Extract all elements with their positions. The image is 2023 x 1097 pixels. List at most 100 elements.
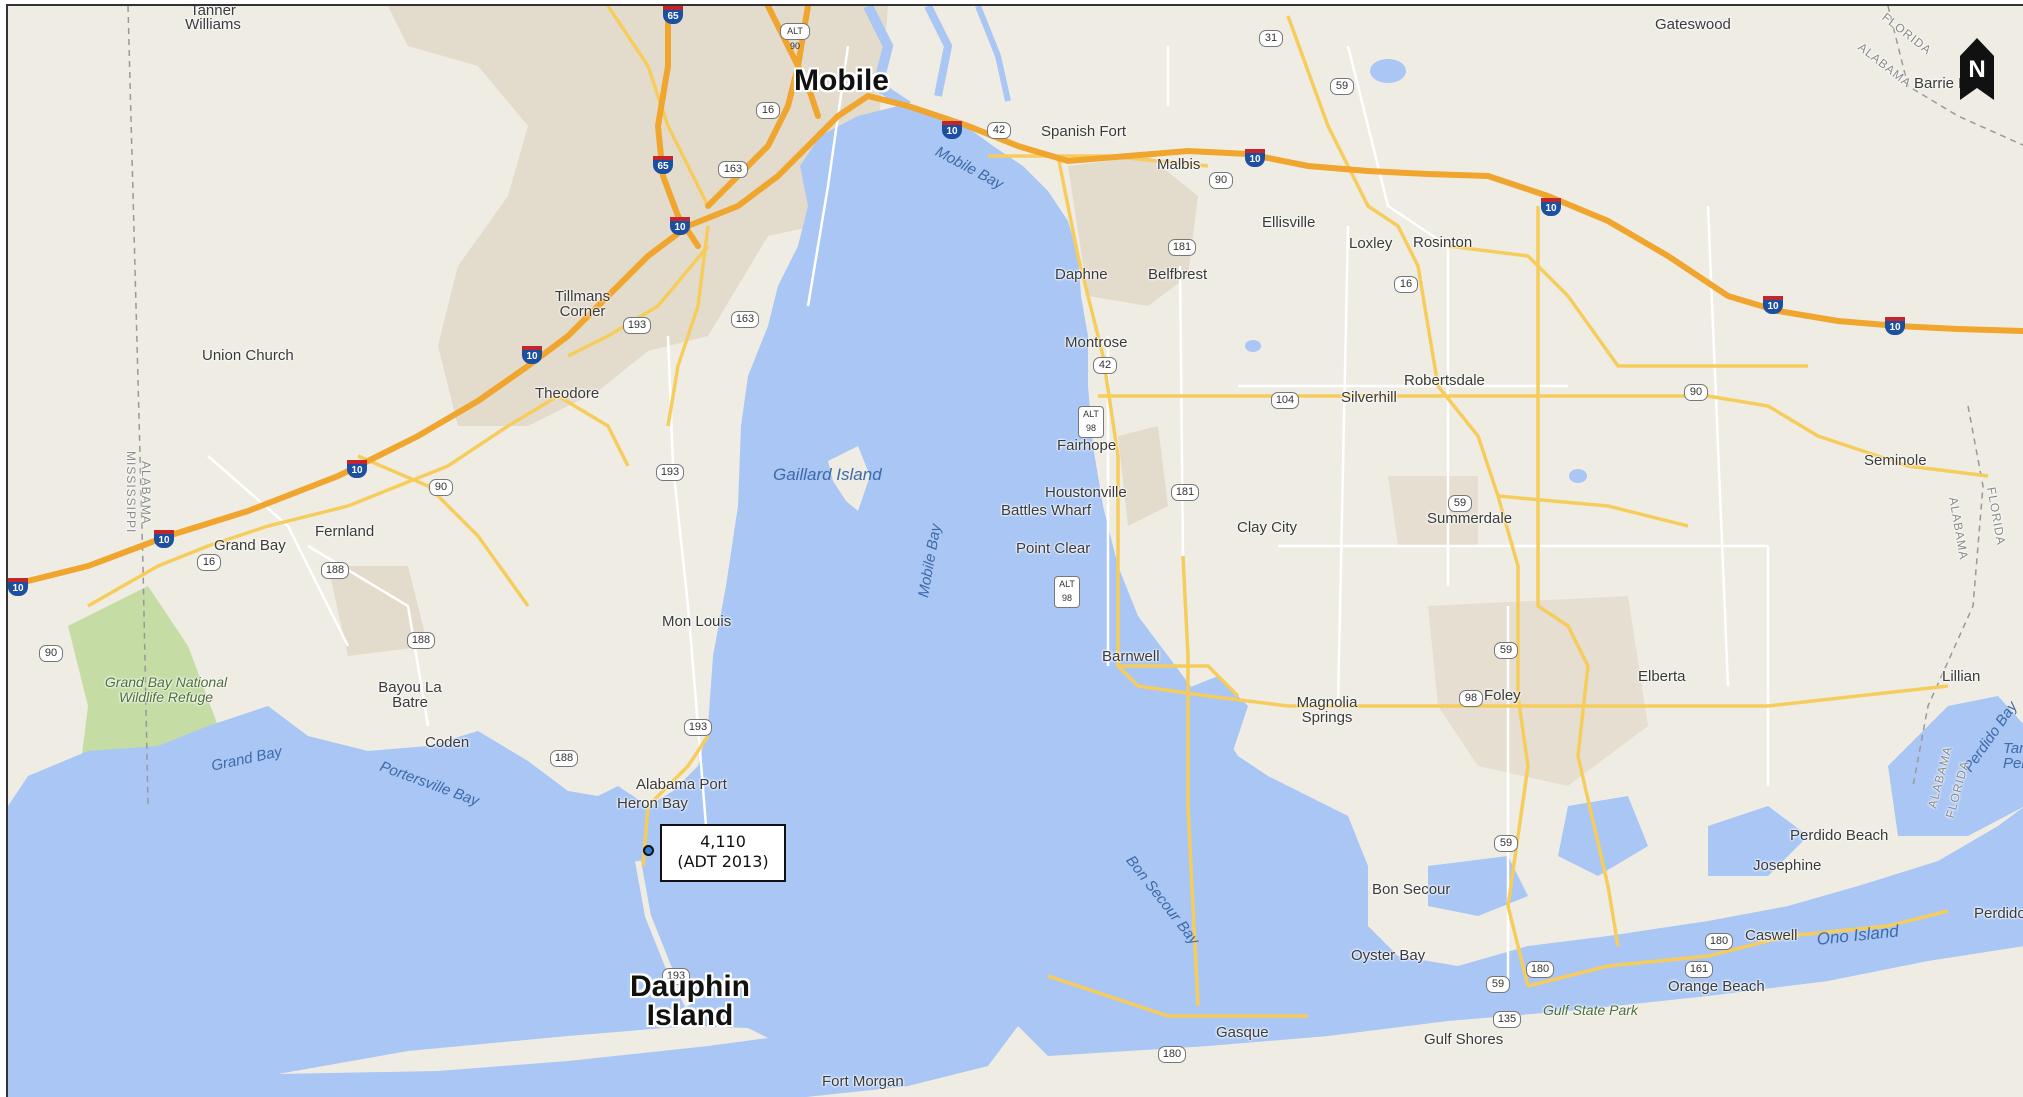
traffic-count-callout: 4,110 (ADT 2013) — [660, 824, 786, 882]
route-shield: ALT 90 — [780, 23, 810, 51]
place-label: Grand Bay — [214, 537, 286, 554]
route-shield: 31 — [1259, 30, 1283, 47]
place-label: Gateswood — [1655, 16, 1731, 33]
route-shield: ALT 98 — [1054, 576, 1080, 608]
route-shield: 181 — [1171, 484, 1199, 501]
place-label: Lillian — [1942, 668, 1981, 685]
route-shield: 42 — [987, 122, 1011, 139]
place-label: Summerdale — [1427, 510, 1513, 527]
interstate-shield: 10 — [1885, 317, 1905, 335]
place-label: Seminole — [1864, 452, 1927, 469]
interstate-shield: 10 — [942, 121, 962, 139]
place-label: Union Church — [202, 347, 294, 364]
map-canvas[interactable]: Tanner Williams Gateswood Barrie Park Sp… — [6, 4, 2023, 1097]
route-shield: 16 — [756, 102, 780, 119]
place-label: Fort Morgan — [822, 1073, 904, 1090]
place-label: Battles Wharf — [1001, 502, 1092, 519]
interstate-shield: 10 — [1763, 296, 1783, 314]
place-label: Silverhill — [1341, 389, 1397, 406]
place-label: Magnolia Springs — [1296, 694, 1358, 726]
route-shield: 188 — [407, 632, 435, 649]
place-label: Houstonville — [1045, 484, 1127, 501]
route-shield: 193 — [623, 317, 651, 334]
water-label: Tarkiln Pensacola — [2003, 740, 2023, 772]
place-label: Gulf State Park — [1543, 1002, 1638, 1018]
route-shield: 161 — [1685, 961, 1713, 978]
place-label: Theodore — [535, 385, 600, 402]
place-label: Bon Secour — [1372, 881, 1451, 898]
place-label: Barnwell — [1102, 648, 1160, 665]
place-label: Montrose — [1065, 334, 1128, 351]
map-basemap — [8, 6, 2023, 1097]
interstate-shield: 10 — [522, 346, 542, 364]
place-label: Fairhope — [1057, 437, 1117, 454]
interstate-shield: 10 — [347, 460, 367, 478]
route-shield: 90 — [429, 479, 453, 496]
interstate-shield: 10 — [1541, 198, 1561, 216]
route-shield: 188 — [550, 750, 578, 767]
place-label: Gasque — [1216, 1024, 1269, 1041]
place-label: Caswell — [1745, 927, 1798, 944]
place-label: Perdido Beach — [1790, 827, 1889, 844]
place-label: Perdido Key — [1974, 905, 2023, 922]
route-shield: ALT 98 — [1078, 406, 1104, 438]
route-shield: 59 — [1494, 835, 1518, 852]
place-label: Coden — [425, 734, 470, 751]
route-shield: 180 — [1526, 961, 1554, 978]
route-shield: 59 — [1448, 495, 1472, 512]
place-label: Gulf Shores — [1424, 1031, 1504, 1048]
place-label: Mon Louis — [662, 613, 732, 630]
city-label-dauphin-island: Dauphin Island — [630, 970, 750, 1032]
route-shield: 188 — [321, 562, 349, 579]
place-label: Josephine — [1753, 857, 1822, 874]
route-shield: 90 — [1209, 172, 1233, 189]
place-label: Heron Bay — [617, 795, 688, 812]
place-label: Elberta — [1638, 668, 1686, 685]
route-shield: 193 — [684, 719, 712, 736]
route-shield: 181 — [1168, 239, 1196, 256]
state-label: MISSISSIPPI — [124, 451, 138, 534]
route-shield: 59 — [1486, 976, 1510, 993]
water-label: Gaillard Island — [773, 465, 882, 484]
place-label: Belfbrest — [1148, 266, 1208, 283]
place-label: Point Clear — [1016, 540, 1091, 557]
interstate-shield: 10 — [8, 578, 28, 596]
place-label: Loxley — [1349, 235, 1393, 252]
place-label: Oyster Bay — [1351, 947, 1426, 964]
place-label: Bayou La Batre — [378, 679, 442, 711]
place-label: Daphne — [1055, 266, 1108, 283]
route-shield: 193 — [662, 968, 690, 985]
route-shield: 104 — [1271, 392, 1299, 409]
place-label: Tillmans Corner — [554, 288, 611, 320]
place-label: Ellisville — [1262, 214, 1316, 231]
place-label: Clay City — [1237, 519, 1298, 536]
route-shield: 180 — [1705, 933, 1733, 950]
place-label: Foley — [1484, 687, 1521, 704]
route-shield: 163 — [731, 311, 759, 328]
route-shield: 135 — [1493, 1011, 1521, 1028]
route-shield: 59 — [1330, 78, 1354, 95]
place-label: Orange Beach — [1668, 978, 1765, 995]
route-shield: 16 — [1394, 276, 1418, 293]
place-label: Spanish Fort — [1041, 123, 1127, 140]
place-label: Alabama Port — [636, 776, 727, 793]
route-shield: 16 — [197, 554, 221, 571]
interstate-shield: 65 — [663, 6, 683, 24]
place-label: Fernland — [315, 523, 375, 540]
callout-caption: (ADT 2013) — [677, 852, 769, 871]
route-shield: 90 — [1684, 384, 1708, 401]
route-shield: 42 — [1093, 357, 1117, 374]
route-shield: 98 — [1459, 690, 1483, 707]
count-station-marker[interactable] — [643, 845, 654, 856]
route-shield: 193 — [656, 464, 684, 481]
callout-value: 4,110 — [700, 832, 746, 851]
place-label: Malbis — [1157, 156, 1201, 173]
interstate-shield: 65 — [653, 156, 673, 174]
state-label: ALABAMA — [139, 461, 153, 525]
route-shield: 163 — [718, 161, 748, 178]
interstate-shield: 10 — [1245, 149, 1265, 167]
place-label: Robertsdale — [1404, 372, 1485, 389]
place-label: Grand Bay National Wildlife Refuge — [104, 674, 228, 705]
route-shield: 180 — [1158, 1046, 1186, 1063]
city-label-mobile: Mobile — [794, 64, 889, 97]
